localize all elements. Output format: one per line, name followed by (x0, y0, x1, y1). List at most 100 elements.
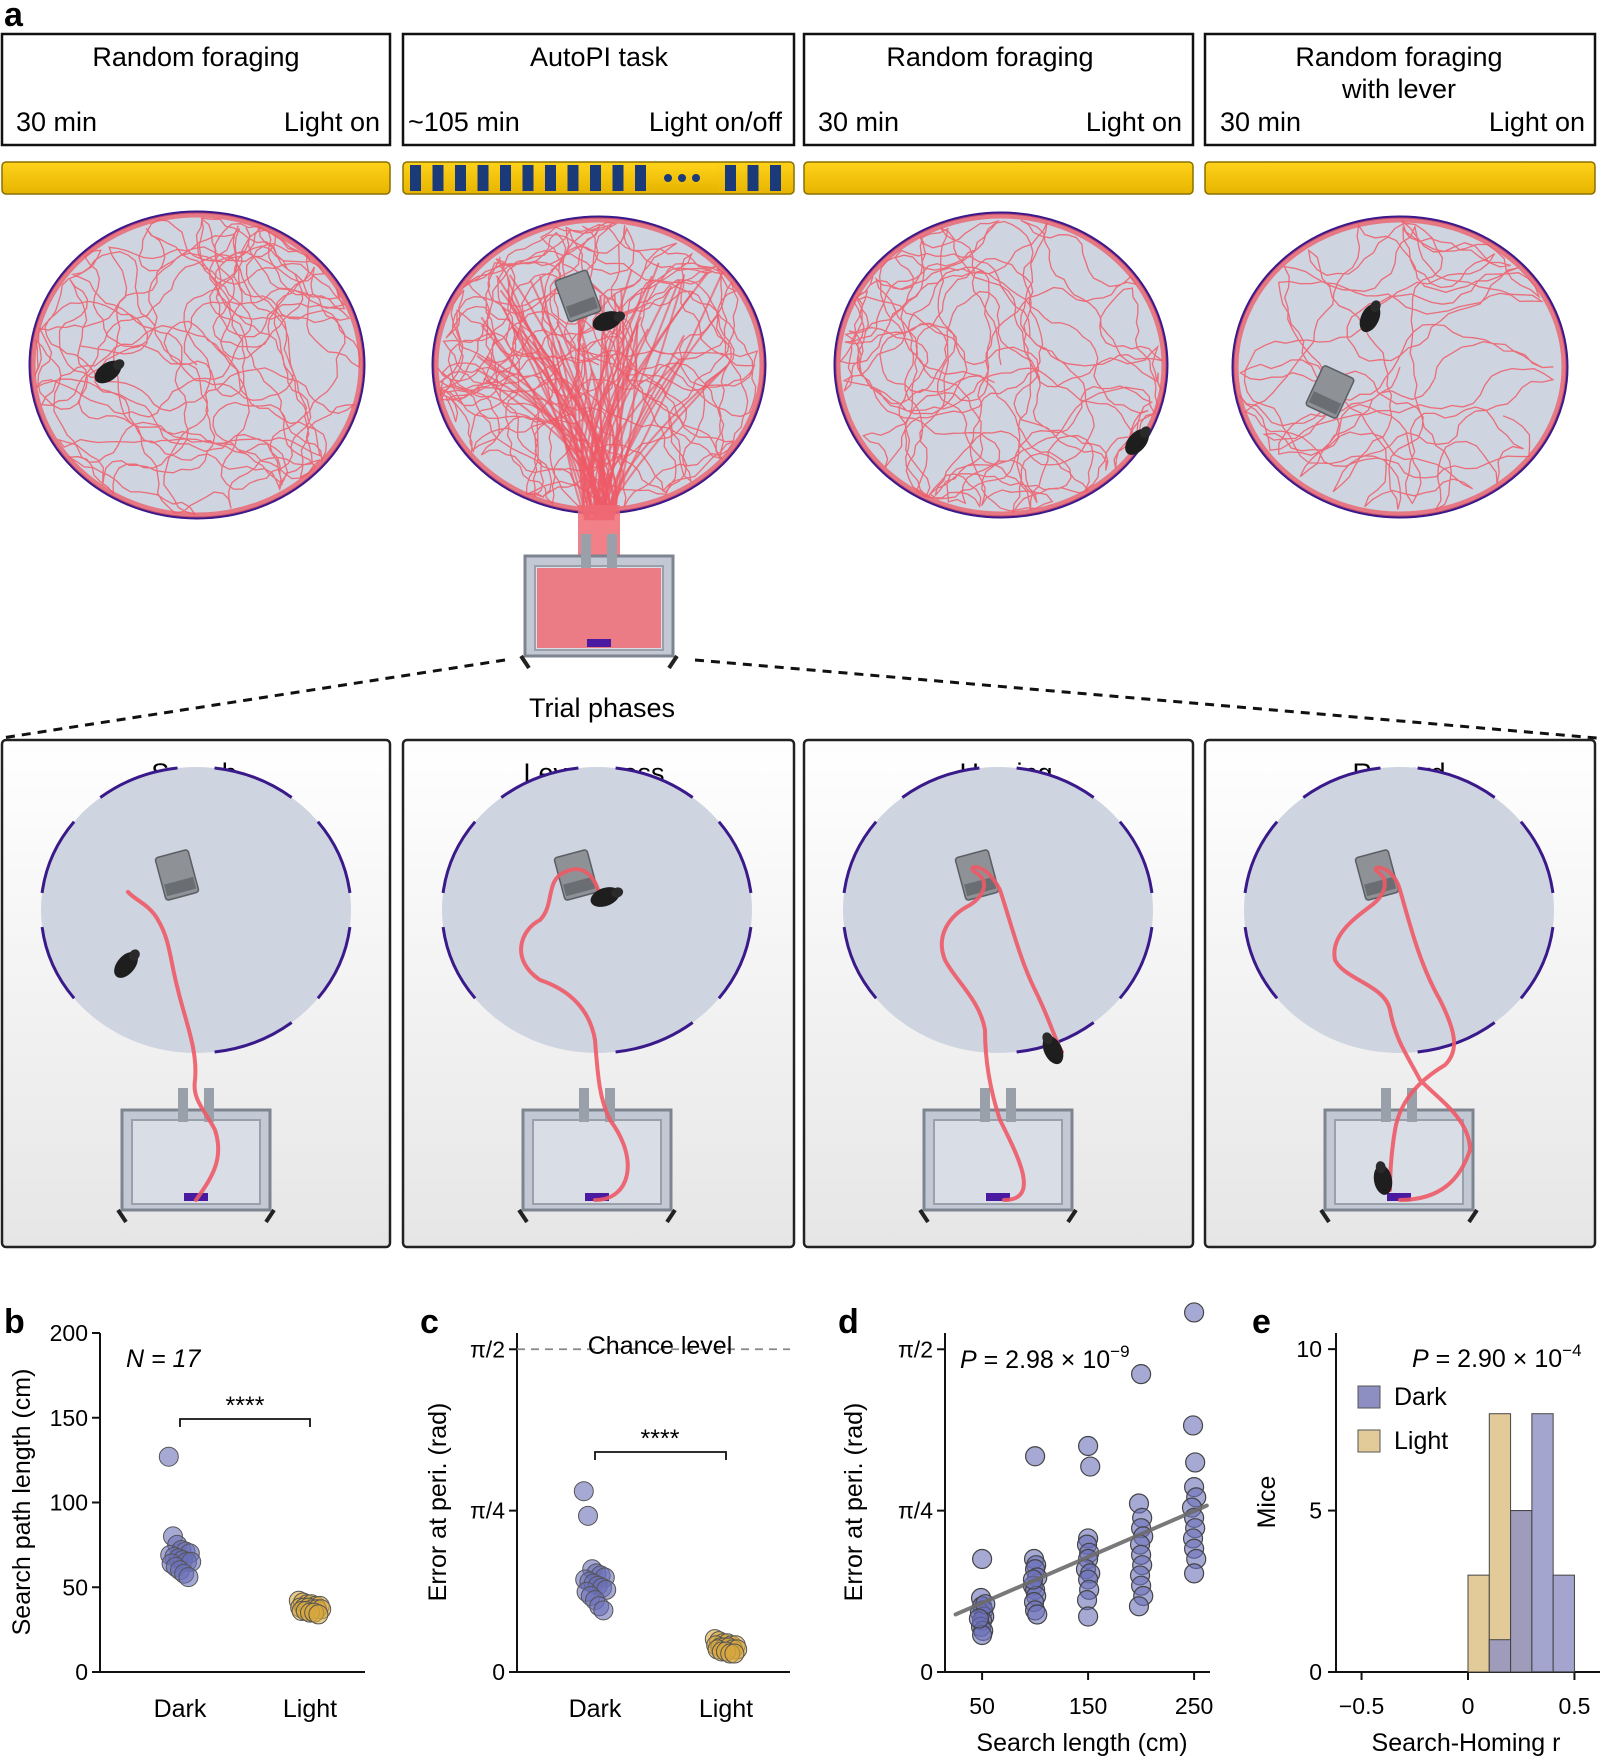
significance-bracket (179, 1418, 311, 1427)
legend-swatch-dark (1357, 1385, 1381, 1409)
session-light: Light on (1086, 107, 1182, 137)
y-tick-label: π/4 (470, 1498, 505, 1524)
y-tick-label: 0 (1309, 1659, 1322, 1685)
data-point (578, 1505, 598, 1526)
x-tick-label: Dark (154, 1695, 207, 1723)
homing-path (480, 324, 609, 521)
dark-stripe (635, 165, 646, 191)
phase-box-search: Search (0, 738, 392, 1249)
arena-rim-segment (1519, 926, 1555, 1000)
dark-stripe (500, 165, 511, 191)
phase-box-reward: Reward (1203, 738, 1597, 1249)
light-bar-4 (1204, 161, 1596, 195)
data-point (573, 1481, 594, 1502)
y-tick-label: 200 (50, 1320, 88, 1346)
arena-rim-segment (316, 820, 352, 894)
data-point (968, 1608, 990, 1629)
y-tick-label: 10 (1296, 1336, 1322, 1362)
homing-path (484, 358, 598, 521)
wall-following-path (30, 212, 364, 518)
data-point (1182, 1415, 1204, 1436)
arena-rim-segment (901, 766, 980, 799)
arena-rim-segment (214, 1021, 293, 1054)
histogram-bar-dark (1531, 1413, 1554, 1673)
data-point (1183, 1563, 1205, 1584)
data-point (1077, 1435, 1099, 1457)
annotation-text: = 2.98 × 10 (977, 1346, 1110, 1374)
arena-rim-segment (1243, 820, 1279, 894)
dashed-projection-left (1, 658, 506, 740)
homing-path (600, 270, 724, 521)
data-point (1027, 1604, 1048, 1625)
y-axis-label: Search path length (cm) (8, 1369, 36, 1636)
data-point (593, 1600, 614, 1621)
annotation: P = 2.90 × 10−4 (1412, 1341, 1582, 1373)
y-tick-label: π/4 (898, 1498, 933, 1524)
session-light: Light on (1489, 107, 1585, 137)
panel-label-b: b (4, 1303, 25, 1341)
histogram-bar-light (1467, 1574, 1490, 1673)
x-tick-label: 150 (1069, 1693, 1107, 1719)
homing-path (607, 322, 639, 521)
session-box-3: Random foraging 30 min Light on (802, 32, 1195, 147)
wall-following-path (1233, 217, 1567, 517)
arena-disc (41, 767, 351, 1053)
y-tick-label: 0 (75, 1659, 88, 1685)
annotation-exponent: −4 (1562, 1341, 1581, 1360)
legend-label-dark: Dark (1394, 1383, 1447, 1411)
wall-following-path (835, 213, 1167, 517)
session-duration: ~105 min (408, 107, 520, 137)
session-light: Light on (284, 107, 380, 137)
arena-rim-segment (1016, 766, 1095, 799)
arena-rim-segment (615, 766, 694, 799)
legend-swatch-light (1357, 1429, 1381, 1453)
session-title-line2: with lever (1341, 74, 1456, 104)
dashed-projection-right (694, 658, 1598, 740)
histogram-bar-light (1488, 1413, 1512, 1673)
arena-rim-segment (40, 820, 76, 894)
data-point (1128, 1596, 1150, 1617)
session-box-4: Random foraging with lever 30 min Light … (1203, 32, 1597, 147)
x-tick-label: Light (283, 1695, 337, 1723)
dark-stripe (725, 165, 736, 191)
arena-rim-segment (1519, 820, 1555, 894)
trial-path (1332, 865, 1472, 1202)
data-point (1183, 1302, 1205, 1323)
session-duration: 30 min (16, 107, 97, 137)
y-tick-label: 0 (492, 1659, 505, 1685)
session-duration: 30 min (818, 107, 899, 137)
annotation-exponent: −9 (1110, 1342, 1129, 1361)
y-tick-label: 50 (62, 1574, 88, 1600)
session-box-2: AutoPI task ~105 min Light on/off (401, 32, 796, 147)
x-tick-label: Dark (569, 1695, 622, 1723)
light-bar-2 (402, 161, 795, 195)
trajectory-path (839, 219, 1163, 514)
arena-rim-segment (99, 766, 178, 799)
y-tick-label: 100 (50, 1490, 88, 1516)
panel-label-d: d (838, 1303, 859, 1341)
y-tick-label: 5 (1309, 1498, 1322, 1524)
arena-autopi-task (431, 215, 767, 670)
x-axis-label: Search length (cm) (976, 1729, 1187, 1757)
arena-rim-segment (1417, 766, 1496, 799)
dark-stripe (590, 165, 601, 191)
arena-rim-segment (500, 766, 579, 799)
chart-c: 0π/4π/2 Chance level Error at peri. (rad… (424, 1332, 790, 1723)
arena-rim-segment (615, 1021, 694, 1054)
data-point (971, 1624, 993, 1646)
y-axis-label: Error at peri. (rad) (840, 1403, 868, 1602)
x-tick-label: −0.5 (1339, 1693, 1384, 1719)
arena-rim-segment (717, 926, 753, 1000)
data-point (1080, 1456, 1101, 1477)
data-point (1024, 1446, 1046, 1467)
arena-rim-segment (717, 820, 753, 894)
dark-stripe (770, 165, 781, 191)
x-tick-label: 0 (1462, 1693, 1475, 1719)
phase-box-homing: Homing (802, 738, 1195, 1249)
light-bar-3 (803, 161, 1194, 195)
homing-path (550, 342, 587, 521)
session-title: Random foraging (886, 42, 1093, 72)
dark-stripe (567, 165, 579, 191)
panel-label-c: c (420, 1303, 439, 1341)
data-point (178, 1567, 199, 1588)
